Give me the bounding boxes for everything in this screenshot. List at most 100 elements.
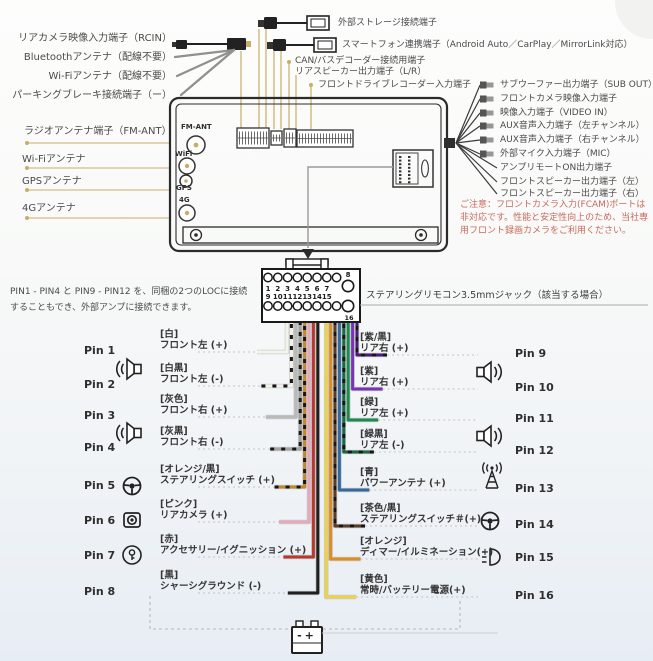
port-label-aux-left: AUX音声入力端子（左チャンネル）	[500, 121, 645, 131]
power-antenna-icon	[482, 461, 502, 489]
watermark-circle	[615, 0, 653, 39]
pin-function-label: フロント右 (-)	[160, 436, 224, 448]
pin-number-label: Pin 13	[515, 482, 554, 495]
pin-function-label: 常時/バッテリー電源(+)	[360, 584, 466, 596]
pin-function-label: パワーアンテナ (+)	[360, 477, 446, 489]
usb-connector-icon	[306, 15, 330, 31]
pin-wire-info: [緑黒]リア左 (-)	[360, 429, 404, 451]
pin-wire-info: [ピンク]リアカメラ (+)	[160, 499, 227, 521]
mounting-bar	[182, 226, 439, 244]
port-label-front-sp-right: フロントスピーカー出力端子（右）	[500, 189, 645, 199]
steering-wheel-icon	[480, 511, 500, 531]
plug-icon	[480, 150, 494, 158]
pin-number-label: Pin 2	[84, 378, 116, 391]
usb-cable-storage	[258, 15, 330, 31]
battery-plus: +	[304, 629, 317, 642]
plug-pin-number: 12	[293, 293, 303, 301]
plug-pin-number: 4	[295, 285, 300, 293]
port-label-wifi: Wi-Fiアンテナ	[22, 154, 86, 165]
port-label-storage: 外部ストレージ接続端子	[338, 18, 437, 28]
antenna-jacks	[178, 135, 206, 222]
port-label-front-camera: フロントカメラ映像入力端子	[500, 94, 618, 104]
port-label-smartphone: スマートフォン連携端子（Android Auto／CarPlay／MirrorL…	[342, 40, 633, 50]
port-label-bluetooth: Bluetoothアンテナ（配線不要）	[23, 52, 172, 63]
wire-color-label: [オレンジ/黒]	[160, 464, 220, 475]
port-label-fm-ant: ラジオアンテナ端子（FM-ANT）	[24, 126, 172, 137]
wire-color-label: [紫]	[360, 366, 379, 377]
plug-pin-number: 7	[324, 285, 329, 293]
socket-to-plug-line	[307, 166, 393, 248]
pin-number-label: Pin 10	[515, 381, 554, 394]
battery-minus: -	[297, 629, 305, 642]
plug-pin-number: 10	[273, 293, 283, 301]
front-camera-notice: ご注意：フロントカメラ入力(FCAM)ポートは非対応です。性能と安定性向上のため…	[460, 200, 649, 237]
wire-color-label: [紫/黒]	[360, 332, 392, 343]
battery-icon	[291, 620, 323, 654]
pin-number-label: Pin 6	[84, 514, 116, 527]
wire-color-label: [白黒]	[160, 363, 188, 374]
plug-pin-number: 3	[285, 285, 290, 293]
pin-number-label: Pin 15	[515, 551, 554, 564]
wire-color-label: [灰黒]	[160, 426, 188, 437]
plug-pin-number: 16	[344, 314, 354, 322]
pin-number-label: Pin 12	[515, 444, 554, 457]
rear-camera-icon	[123, 512, 141, 528]
port-label-rcin: リアカメラ映像入力端子（RCIN）	[18, 33, 172, 44]
wire-color-label: [茶色/黒]	[360, 503, 401, 514]
wire-color-label: [ピンク]	[160, 499, 198, 510]
pin-function-label: シャーシグラウンド (-)	[160, 580, 262, 592]
pin-function-label: フロント右 (+)	[160, 404, 228, 416]
pin-number-label: Pin 9	[515, 347, 547, 360]
plug-icon	[480, 136, 494, 144]
pin-function-label: リア左 (+)	[360, 407, 409, 419]
battery-polarity-label: -+	[295, 629, 319, 642]
rca-connector-icon	[227, 38, 246, 50]
down-arrow-icon	[302, 249, 314, 259]
pin-wire-info: [灰黒]フロント右 (-)	[160, 426, 224, 448]
pin-wire-info: [紫/黒]リア右 (+)	[360, 332, 409, 354]
port-label-dashcam: フロントドライブレコーダー入力端子	[318, 80, 472, 90]
port-label-mic: 外部マイク入力端子（MIC）	[500, 149, 616, 159]
port-label-rear-speaker: リアスピーカー出力端子（L/R）	[295, 67, 427, 77]
pin-number-label: Pin 3	[84, 409, 116, 422]
pin-wire-info: [オレンジ]ディマー/イルミネーション(+)	[360, 536, 494, 558]
port-label-gps: GPSアンテナ	[22, 176, 82, 187]
speaker-icon	[476, 361, 503, 383]
port-label-canbus: CAN/バスデコーダー接続用端子	[295, 56, 426, 66]
steering-remote-jack-label: ステアリングリモコン3.5mmジャック（該当する場合）	[366, 290, 609, 301]
battery-connection-lines	[149, 596, 498, 634]
pin-wire-info: [黒]シャーシグラウンド (-)	[160, 570, 262, 592]
main-harness-socket	[392, 149, 434, 188]
pin-wire-info: [赤]アクセサリー/イグニッション (+)	[160, 534, 307, 556]
pin-wire-info: [緑]リア左 (+)	[360, 397, 409, 419]
plug-pin-number: 9	[266, 293, 271, 301]
pin-number-label: Pin 4	[84, 441, 116, 454]
wire-color-label: [黒]	[160, 570, 179, 581]
plug-pin-number: 1	[266, 285, 271, 293]
port-label-subwoofer: サブウーファー出力端子（SUB OUT）	[500, 80, 653, 90]
usb-connector-icon	[313, 37, 337, 53]
wire-color-label: [黄色]	[360, 574, 388, 585]
pin-number-label: Pin 8	[84, 585, 116, 598]
4g-caption: 4G	[179, 196, 190, 204]
pin-function-label: リア右 (+)	[360, 342, 409, 354]
pin-number-label: Pin 11	[515, 412, 554, 425]
ignition-key-icon	[122, 545, 142, 565]
pin-function-label: ディマー/イルミネーション(+)	[360, 546, 494, 558]
wire-color-label: [緑黒]	[360, 429, 388, 440]
pin-function-label: ステアリングスイッチ (+)	[160, 474, 275, 486]
pin-function-label: アクセサリー/イグニッション (+)	[160, 544, 307, 556]
pin-wire-info: [オレンジ/黒]ステアリングスイッチ (+)	[160, 464, 275, 486]
wire-color-label: [灰色]	[160, 394, 188, 405]
usb-cable-smartphone	[267, 37, 337, 53]
pin-wire-info: [白]フロント左 (+)	[160, 329, 227, 351]
plug-pin-number: 14	[312, 293, 322, 301]
pin-wire-info: [茶色/黒]ステアリングスイッチ＃(+)	[360, 503, 481, 525]
screw-icon	[189, 228, 203, 242]
rcin-cable	[172, 38, 251, 50]
plug-pin-number: 11	[283, 293, 293, 301]
plug-pin-number: 6	[315, 285, 320, 293]
pin-function-label: フロント左 (-)	[160, 373, 224, 385]
wire-color-label: [赤]	[160, 534, 179, 545]
